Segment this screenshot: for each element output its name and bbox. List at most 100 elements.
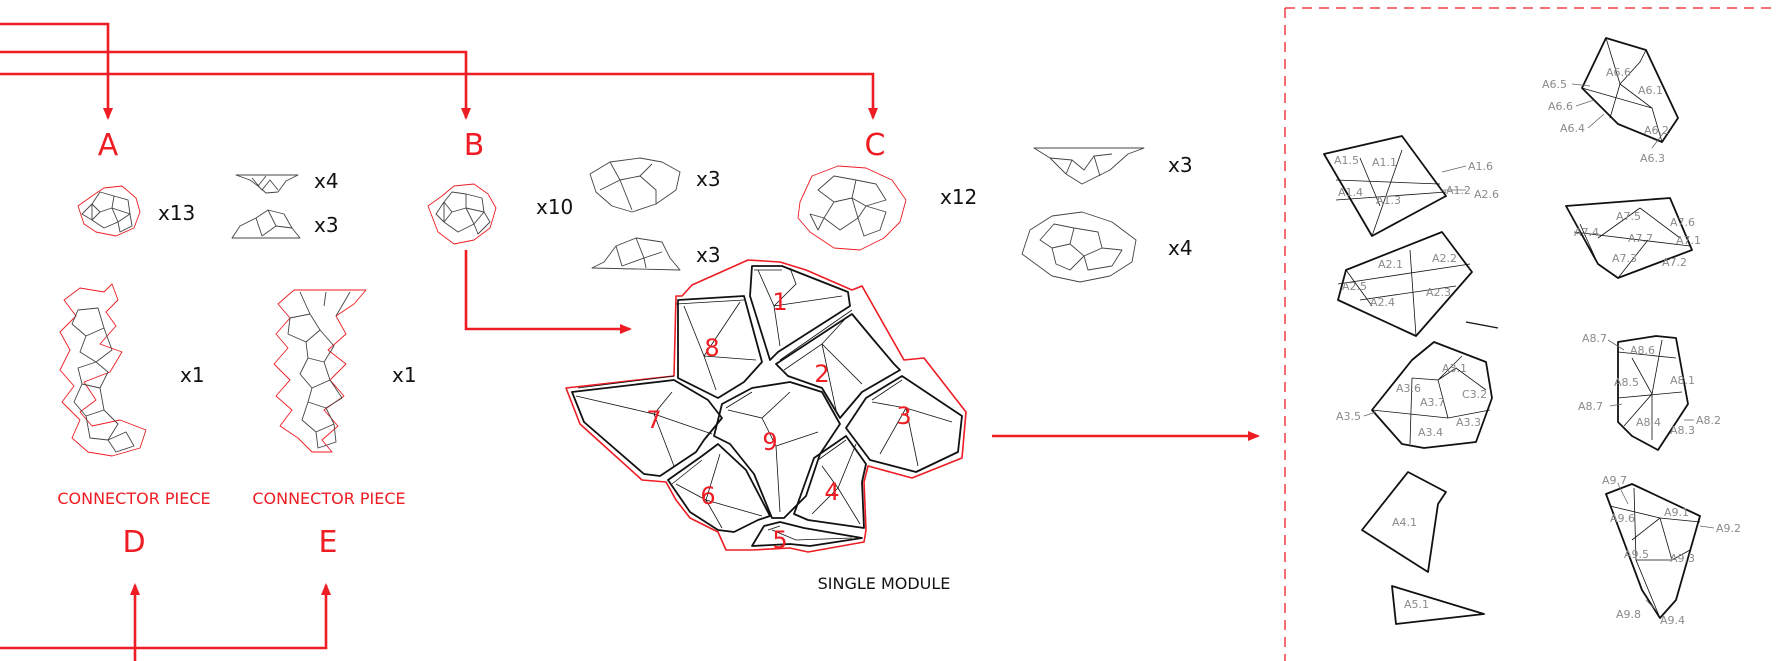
part-a1: A1.5 A1.1 A1.6 A1.4 A1.3 A1.2 A2.6 xyxy=(1323,135,1499,237)
module-cell-label-8: 8 xyxy=(704,334,719,362)
part-label-a6-6b: A6.6 xyxy=(1548,100,1573,113)
part-label-a2-6: A2.6 xyxy=(1474,188,1499,201)
part-a4: A4.1 xyxy=(1361,471,1447,573)
part-a2: A2.1 A2.2 A2.5 A2.4 A2.3 xyxy=(1337,231,1473,337)
part-label-a1-3: A1.3 xyxy=(1376,194,1401,207)
module-cell-label-3: 3 xyxy=(896,402,911,430)
part-label-a7-1: A7.1 xyxy=(1676,234,1701,247)
count-e: x1 xyxy=(392,363,417,387)
part-label-a2-4: A2.4 xyxy=(1370,296,1395,309)
module-cell-label-9: 9 xyxy=(762,428,777,456)
label-a: A xyxy=(98,128,119,163)
arrow-b-to-module xyxy=(464,250,632,334)
single-module-label: SINGLE MODULE xyxy=(818,574,951,593)
part-label-a7-2: A7.2 xyxy=(1662,256,1687,269)
part-label-a6-5: A6.5 xyxy=(1542,78,1567,91)
module-cell-label-1: 1 xyxy=(772,288,787,316)
part-stray-line xyxy=(1465,321,1499,329)
piece-b-top-thumb xyxy=(589,157,681,213)
part-label-a9-7: A9.7 xyxy=(1602,474,1627,487)
part-label-a1-2: A1.2 xyxy=(1446,184,1471,197)
module-cell-9 xyxy=(713,381,841,519)
label-e: E xyxy=(319,525,338,560)
part-label-a1-5: A1.5 xyxy=(1334,154,1359,167)
module-c-thumb xyxy=(797,165,907,251)
piece-c-bottom-thumb xyxy=(1021,211,1137,283)
module-cell-1 xyxy=(749,265,851,361)
module-cell-5 xyxy=(751,521,863,547)
part-label-a3-6: A3.6 xyxy=(1396,382,1421,395)
part-label-a9-6: A9.6 xyxy=(1610,512,1635,525)
label-d: D xyxy=(122,525,145,560)
count-b-bottom: x3 xyxy=(696,243,721,267)
module-a-thumb xyxy=(77,185,141,237)
module-cell-4 xyxy=(793,435,867,529)
part-label-a2-1: A2.1 xyxy=(1378,258,1403,271)
part-label-a8-7a: A8.7 xyxy=(1582,332,1607,345)
arrow-to-c xyxy=(0,72,878,120)
parts-frame xyxy=(1284,7,1776,661)
module-cell-label-7: 7 xyxy=(646,406,661,434)
part-a3: A3.1 A3.6 A3.7 C3.2 A3.5 A3.4 A3.3 xyxy=(1336,341,1493,449)
part-a8: A8.7 A8.6 A8.5 A8.1 A8.7 A8.4 A8.3 A8.2 xyxy=(1578,332,1721,451)
connector-label-e: CONNECTOR PIECE xyxy=(252,489,405,508)
module-cell-label-4: 4 xyxy=(824,478,839,506)
module-cell-2 xyxy=(775,313,901,419)
part-a6: A6.6 A6.5 A6.1 A6.6 A6.4 A6.2 A6.3 xyxy=(1542,37,1679,165)
single-module: 1 2 3 4 5 6 7 8 9 xyxy=(565,259,967,554)
part-label-a9-2: A9.2 xyxy=(1716,522,1741,535)
part-label-c3-2: C3.2 xyxy=(1462,388,1487,401)
part-label-a6-4: A6.4 xyxy=(1560,122,1585,135)
part-label-a9-4: A9.4 xyxy=(1660,614,1685,627)
module-cell-8 xyxy=(677,295,763,399)
part-label-a8-3: A8.3 xyxy=(1670,424,1695,437)
part-label-a7-6: A7.6 xyxy=(1670,216,1695,229)
module-cell-label-5: 5 xyxy=(772,526,787,554)
part-label-a7-5: A7.5 xyxy=(1616,210,1641,223)
part-label-a3-7: A3.7 xyxy=(1420,396,1445,409)
count-d: x1 xyxy=(180,363,205,387)
piece-a-top-thumb xyxy=(235,174,299,194)
part-label-a6-2: A6.2 xyxy=(1644,124,1669,137)
part-label-a9-8: A9.8 xyxy=(1616,608,1641,621)
part-label-a7-7: A7.7 xyxy=(1628,232,1653,245)
label-c: C xyxy=(865,128,886,163)
part-a7: A7.5 A7.6 A7.4 A7.7 A7.1 A7.3 A7.2 xyxy=(1565,197,1701,279)
count-a-top: x4 xyxy=(314,169,339,193)
count-c-bottom: x4 xyxy=(1168,236,1193,260)
module-b-thumb xyxy=(427,183,497,245)
part-label-a8-5: A8.5 xyxy=(1614,376,1639,389)
count-c-top: x3 xyxy=(1168,153,1193,177)
part-label-a3-3: A3.3 xyxy=(1456,416,1481,429)
module-cell-label-6: 6 xyxy=(700,482,715,510)
part-label-a9-5: A9.5 xyxy=(1624,548,1649,561)
part-label-a3-4: A3.4 xyxy=(1418,426,1443,439)
part-a9: A9.7 A9.6 A9.1 A9.2 A9.5 A9.3 A9.8 A9.4 xyxy=(1602,474,1741,627)
module-cell-3 xyxy=(845,375,963,473)
piece-c-top-thumb xyxy=(1033,147,1145,185)
module-cell-label-2: 2 xyxy=(814,360,829,388)
part-a5: A5.1 xyxy=(1391,585,1485,625)
count-a-bottom: x3 xyxy=(314,213,339,237)
part-label-a1-4: A1.4 xyxy=(1338,186,1363,199)
arrow-to-a xyxy=(0,22,113,120)
connector-piece-d xyxy=(59,283,147,457)
part-label-a3-1: A3.1 xyxy=(1442,362,1467,375)
part-label-a8-2: A8.2 xyxy=(1696,414,1721,427)
part-label-a8-1: A8.1 xyxy=(1670,374,1695,387)
part-label-a2-3: A2.3 xyxy=(1426,286,1451,299)
part-label-a4-1: A4.1 xyxy=(1392,516,1417,529)
connector-label-d: CONNECTOR PIECE xyxy=(57,489,210,508)
arrow-to-b xyxy=(0,50,471,120)
module-cell-7 xyxy=(571,379,723,477)
part-label-a7-4: A7.4 xyxy=(1574,226,1599,239)
piece-a-bottom-thumb xyxy=(231,209,301,239)
part-label-a1-1: A1.1 xyxy=(1372,156,1397,169)
part-label-a8-6: A8.6 xyxy=(1630,344,1655,357)
part-label-a6-3: A6.3 xyxy=(1640,152,1665,165)
count-b-main: x10 xyxy=(536,195,573,219)
count-b-top: x3 xyxy=(696,167,721,191)
part-label-a3-5: A3.5 xyxy=(1336,410,1361,423)
count-c-main: x12 xyxy=(940,185,977,209)
